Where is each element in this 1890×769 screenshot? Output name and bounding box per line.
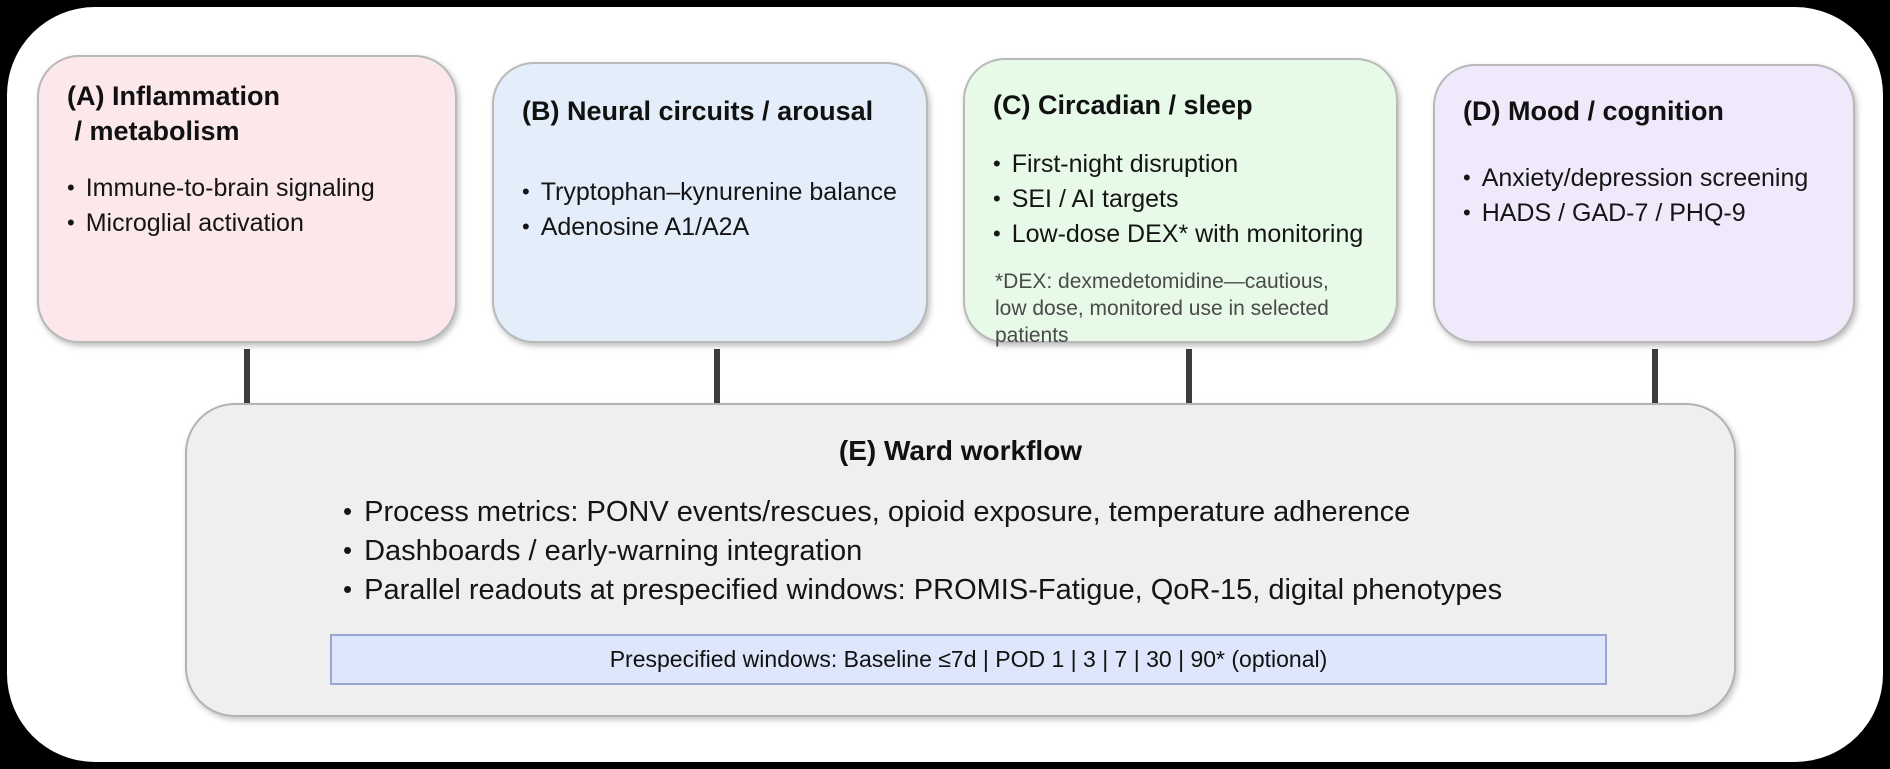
bullet-item: Microglial activation xyxy=(67,206,427,241)
bullet-item: Parallel readouts at prespecified window… xyxy=(343,571,1666,610)
bullet-item: Anxiety/depression screening xyxy=(1463,161,1825,196)
panel-d-bullet-list: Anxiety/depression screeningHADS / GAD-7… xyxy=(1463,161,1825,231)
panel-a-inflammation-metabolism: (A) Inflammation / metabolism Immune-to-… xyxy=(37,55,457,343)
bullet-item: Low-dose DEX* with monitoring xyxy=(993,217,1368,252)
panel-b-title: (B) Neural circuits / arousal xyxy=(522,96,874,126)
panel-b-bullet-list: Tryptophan–kynurenine balanceAdenosine A… xyxy=(522,175,898,245)
bullet-item: SEI / AI targets xyxy=(993,182,1368,217)
diagram-canvas: (A) Inflammation / metabolism Immune-to-… xyxy=(7,7,1883,762)
bullet-item: Immune-to-brain signaling xyxy=(67,171,427,206)
connector-line-c xyxy=(1186,349,1192,403)
panel-d-title: (D) Mood / cognition xyxy=(1463,96,1724,126)
connector-line-d xyxy=(1652,349,1658,403)
bullet-item: Dashboards / early-warning integration xyxy=(343,532,1666,571)
panel-c-bullet-list: First-night disruptionSEI / AI targetsLo… xyxy=(993,147,1368,252)
panel-e-title: (E) Ward workflow xyxy=(838,435,1083,466)
bullet-item: HADS / GAD-7 / PHQ-9 xyxy=(1463,196,1825,231)
bullet-item: Adenosine A1/A2A xyxy=(522,210,898,245)
bullet-item: Process metrics: PONV events/rescues, op… xyxy=(343,493,1666,532)
bullet-item: Tryptophan–kynurenine balance xyxy=(522,175,898,210)
panel-d-mood-cognition: (D) Mood / cognition Anxiety/depression … xyxy=(1433,64,1855,343)
panel-e-ward-workflow: (E) Ward workflow Process metrics: PONV … xyxy=(185,403,1736,717)
prespecified-windows-banner: Prespecified windows: Baseline ≤7d | POD… xyxy=(330,634,1607,685)
panel-a-title: (A) Inflammation / metabolism xyxy=(67,81,280,146)
connector-line-a xyxy=(244,349,250,403)
panel-b-neural-circuits-arousal: (B) Neural circuits / arousal Tryptophan… xyxy=(492,62,928,343)
connector-line-b xyxy=(714,349,720,403)
panel-e-bullet-list: Process metrics: PONV events/rescues, op… xyxy=(215,493,1706,610)
panel-c-title: (C) Circadian / sleep xyxy=(993,90,1253,120)
dex-footnote: *DEX: dexmedetomidine—cautious, low dose… xyxy=(995,270,1329,347)
bullet-item: First-night disruption xyxy=(993,147,1368,182)
panel-c-circadian-sleep: (C) Circadian / sleep First-night disrup… xyxy=(963,58,1398,347)
panel-a-bullet-list: Immune-to-brain signalingMicroglial acti… xyxy=(67,171,427,241)
